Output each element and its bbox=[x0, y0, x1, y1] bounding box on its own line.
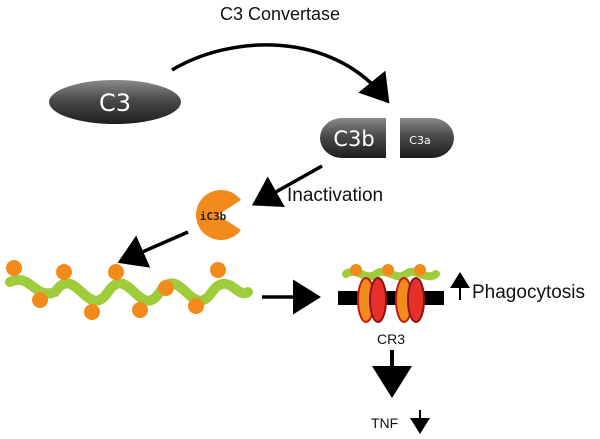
cr3-label: CR3 bbox=[377, 331, 405, 347]
cr3-subunit bbox=[369, 277, 387, 323]
cr3-subunit bbox=[407, 277, 425, 323]
c3-node: C3 bbox=[49, 80, 181, 124]
ic3b-fragment bbox=[108, 264, 124, 280]
cr3-receptor-complex: CR3 bbox=[338, 264, 444, 347]
cell-membrane bbox=[338, 291, 444, 305]
c3b-half bbox=[320, 118, 386, 158]
ic3b-fragment bbox=[6, 260, 22, 276]
inactivation-label: Inactivation bbox=[287, 185, 383, 206]
bound-ic3b-fragment bbox=[414, 264, 426, 276]
c3a-half bbox=[400, 118, 454, 158]
bound-ic3b-fragment bbox=[350, 264, 362, 276]
c3-convertase-title: C3 Convertase bbox=[220, 4, 340, 24]
ic3b-node: iC3b bbox=[195, 190, 241, 241]
ic3b-fragment bbox=[84, 304, 100, 320]
phagocytosis-increase: Phagocytosis bbox=[450, 272, 585, 303]
c3-label: C3 bbox=[99, 89, 131, 117]
c3a-label: C3a bbox=[409, 134, 430, 147]
ic3b-fragment bbox=[158, 280, 174, 296]
tnf-label: TNF bbox=[371, 415, 398, 431]
ic3b-fragment bbox=[132, 302, 148, 318]
ic3b-fragment bbox=[188, 298, 204, 314]
convertase-curved-arrow bbox=[171, 43, 390, 104]
opsonized-chain bbox=[5, 260, 253, 320]
opsonization-arrow bbox=[117, 230, 189, 268]
ic3b-fragment bbox=[56, 264, 72, 280]
tnf-decrease: TNF bbox=[371, 410, 430, 434]
ic3b-fragment bbox=[32, 292, 48, 308]
ic3b-shape bbox=[195, 190, 241, 241]
c3b-label: C3b bbox=[333, 127, 374, 151]
chain-backbone bbox=[5, 274, 253, 306]
ic3b-fragment bbox=[210, 262, 226, 278]
bound-ic3b-fragment bbox=[382, 264, 394, 276]
ic3b-label: iC3b bbox=[200, 210, 227, 223]
inactivation-arrow bbox=[251, 164, 323, 207]
c3b-c3a-node: C3b C3a bbox=[320, 118, 454, 158]
phagocytosis-label: Phagocytosis bbox=[472, 282, 585, 303]
